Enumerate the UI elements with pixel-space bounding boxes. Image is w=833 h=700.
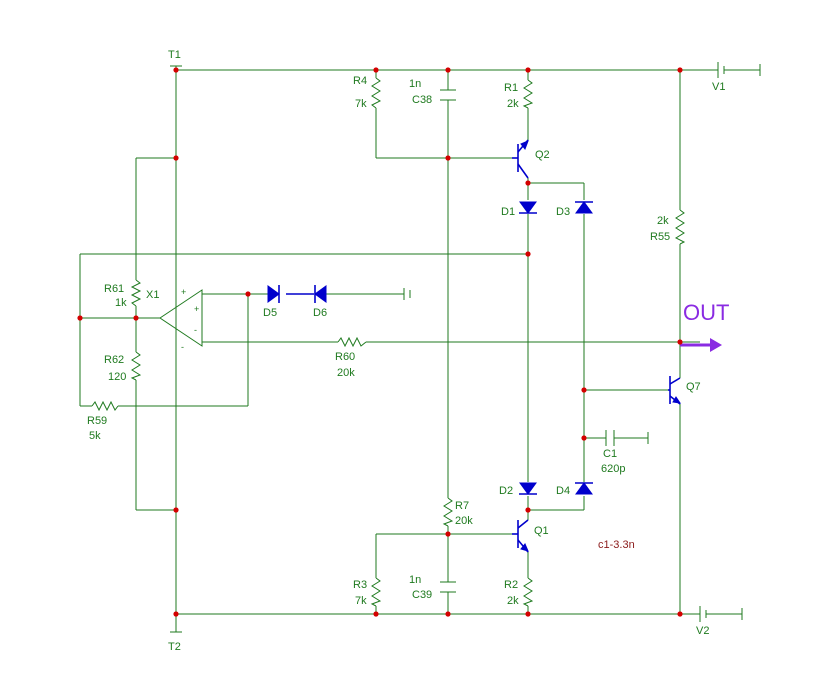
junction-node bbox=[445, 67, 451, 73]
label-r61-value: 1k bbox=[115, 297, 127, 309]
junction-node bbox=[173, 507, 179, 513]
junction-node bbox=[581, 435, 587, 441]
label-r62-name: R62 bbox=[104, 354, 124, 366]
junction-node bbox=[373, 611, 379, 617]
label-d5: D5 bbox=[263, 307, 277, 319]
ground-d6 bbox=[403, 288, 411, 300]
junction-node bbox=[445, 155, 451, 161]
junction-node bbox=[245, 291, 251, 297]
diode-d1-symbol bbox=[519, 201, 537, 214]
junction-node bbox=[133, 315, 139, 321]
label-c38-name: C38 bbox=[412, 94, 432, 106]
label-r60-name: R60 bbox=[335, 351, 355, 363]
junction-node bbox=[445, 611, 451, 617]
output-arrow bbox=[680, 338, 722, 352]
label-x1: X1 bbox=[146, 289, 159, 301]
label-q2: Q2 bbox=[535, 149, 550, 161]
label-t1: T1 bbox=[168, 49, 181, 61]
resistor-r3-symbol bbox=[370, 577, 382, 607]
source-v1-symbol bbox=[717, 62, 761, 78]
junction-node bbox=[445, 531, 451, 537]
label-c39-name: C39 bbox=[412, 589, 432, 601]
diode-d2-symbol bbox=[519, 482, 537, 495]
label-opamp-minus: - bbox=[194, 325, 197, 335]
junction-node bbox=[373, 67, 379, 73]
label-d3: D3 bbox=[556, 206, 570, 218]
resistor-r60-symbol bbox=[337, 336, 367, 348]
label-v2: V2 bbox=[696, 625, 709, 637]
junction-node bbox=[173, 155, 179, 161]
transistor-q1-symbol bbox=[512, 519, 529, 553]
capacitor-c38-symbol bbox=[440, 89, 456, 101]
capacitor-c39-symbol bbox=[440, 581, 456, 593]
label-c1-value: 620p bbox=[601, 463, 625, 475]
label-r3-value: 7k bbox=[355, 595, 367, 607]
label-c38-value: 1n bbox=[409, 78, 421, 90]
label-note: c1-3.3n bbox=[598, 539, 635, 551]
label-d2: D2 bbox=[499, 485, 513, 497]
capacitor-c1-symbol bbox=[605, 430, 615, 446]
label-d1: D1 bbox=[501, 206, 515, 218]
opamp-x1-symbol bbox=[159, 289, 203, 347]
junction-node bbox=[525, 67, 531, 73]
transistor-q7-symbol bbox=[668, 376, 682, 405]
junction-node bbox=[581, 387, 587, 393]
junction-node bbox=[525, 611, 531, 617]
junction-node bbox=[677, 339, 683, 345]
junction-node bbox=[77, 315, 83, 321]
resistor-r2-symbol bbox=[522, 577, 534, 607]
junction-node bbox=[173, 611, 179, 617]
label-r59-value: 5k bbox=[89, 430, 101, 442]
junction-node bbox=[525, 180, 531, 186]
label-r4-value: 7k bbox=[355, 98, 367, 110]
junction-node bbox=[677, 67, 683, 73]
label-d6: D6 bbox=[313, 307, 327, 319]
label-opamp-plus-top: + bbox=[181, 287, 186, 297]
label-r2-value: 2k bbox=[507, 595, 519, 607]
resistor-r59-symbol bbox=[91, 400, 119, 412]
label-r2-name: R2 bbox=[504, 579, 518, 591]
junction-node bbox=[525, 251, 531, 257]
label-c39-value: 1n bbox=[409, 574, 421, 586]
resistor-r4-symbol bbox=[371, 77, 382, 109]
label-opamp-minus-bottom: - bbox=[181, 342, 184, 352]
diode-d6-symbol bbox=[286, 285, 327, 303]
label-d4: D4 bbox=[556, 485, 570, 497]
transistor-q2-symbol bbox=[512, 139, 529, 179]
label-r55-value: 2k bbox=[657, 215, 669, 227]
label-r62-value: 120 bbox=[108, 371, 126, 383]
label-r7-name: R7 bbox=[455, 500, 469, 512]
junction-node bbox=[677, 611, 683, 617]
source-v2-symbol bbox=[699, 606, 743, 622]
label-r59-name: R59 bbox=[87, 415, 107, 427]
label-r1-value: 2k bbox=[507, 98, 519, 110]
diode-d5-symbol bbox=[267, 285, 280, 303]
label-r7-value: 20k bbox=[455, 515, 473, 527]
diode-d4-symbol bbox=[575, 482, 593, 495]
label-r3-name: R3 bbox=[353, 579, 367, 591]
label-t2: T2 bbox=[168, 641, 181, 653]
label-q1: Q1 bbox=[534, 525, 549, 537]
label-r4-name: R4 bbox=[353, 75, 367, 87]
label-c1-name: C1 bbox=[603, 448, 617, 460]
label-opamp-plus: + bbox=[194, 304, 199, 314]
resistor-r62-symbol bbox=[130, 351, 142, 381]
resistor-r61-symbol bbox=[130, 279, 142, 307]
junction-nodes bbox=[77, 67, 683, 617]
junction-node bbox=[173, 67, 179, 73]
label-r60-value: 20k bbox=[337, 367, 355, 379]
diode-d3-symbol bbox=[575, 201, 593, 214]
resistor-r1-symbol bbox=[522, 79, 534, 109]
label-r1-name: R1 bbox=[504, 82, 518, 94]
label-output: OUT bbox=[683, 300, 729, 325]
label-v1: V1 bbox=[712, 81, 725, 93]
label-r55-name: R55 bbox=[650, 231, 670, 243]
label-q7: Q7 bbox=[686, 381, 701, 393]
label-r61-name: R61 bbox=[104, 283, 124, 295]
junction-node bbox=[525, 507, 531, 513]
resistor-r7-symbol bbox=[442, 497, 454, 527]
resistor-r55-symbol bbox=[674, 209, 686, 245]
